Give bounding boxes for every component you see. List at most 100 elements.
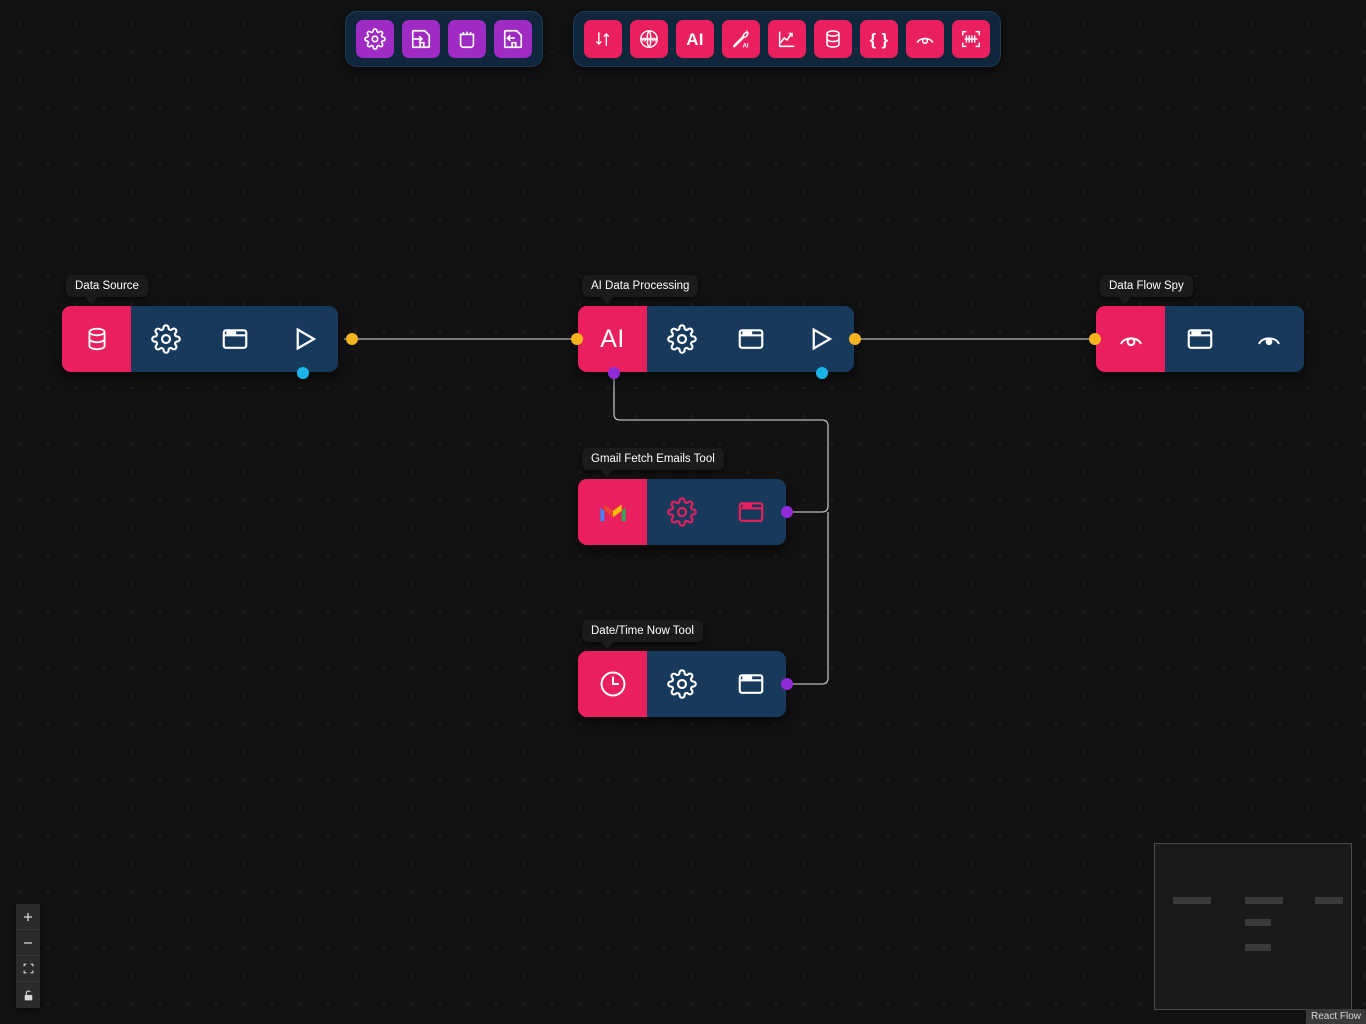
node-preview-button[interactable] [717, 651, 786, 717]
eye-filled-icon [1258, 337, 1281, 346]
node-label: Data Source [66, 275, 148, 304]
node-preview-button[interactable] [716, 306, 785, 372]
handle-tool-output-purple[interactable] [781, 506, 793, 518]
handle-output-yellow[interactable] [346, 333, 358, 345]
zoom-in-button[interactable] [16, 904, 40, 930]
node-settings-button[interactable] [131, 306, 200, 372]
eye-spy-icon [1119, 337, 1142, 347]
ai-text-icon: AI [600, 324, 625, 353]
node-watch-button[interactable] [1235, 306, 1304, 372]
minimap-node [1315, 897, 1343, 904]
node-label: AI Data Processing [582, 275, 699, 304]
node-head-segment[interactable] [578, 479, 648, 545]
line-chart-icon [778, 31, 795, 48]
fit-view-button[interactable] [16, 956, 40, 982]
gear-icon [150, 324, 181, 354]
minus-icon [24, 941, 32, 944]
node-gmail-fetch-emails-tool[interactable]: Gmail Fetch Emails Tool [578, 448, 793, 545]
handle-output-cyan[interactable] [297, 367, 309, 379]
node-data-source[interactable]: Data Source [62, 275, 358, 379]
node-head-segment[interactable] [578, 651, 648, 717]
node-head-segment[interactable] [62, 306, 131, 372]
www-globe-icon: WWW [640, 30, 658, 48]
svg-text:AI: AI [743, 43, 749, 49]
browser-window-icon [739, 674, 764, 694]
eye-spy-icon [916, 37, 934, 44]
node-ai-data-processing[interactable]: AI Data Processing AI [571, 275, 861, 379]
sort-arrows-icon [595, 32, 610, 46]
unlock-icon [24, 989, 32, 1000]
handle-output-yellow[interactable] [849, 333, 861, 345]
minimap-node [1173, 897, 1211, 904]
node-run-button[interactable] [269, 306, 338, 372]
handle-tool-output-purple[interactable] [781, 678, 793, 690]
node-settings-button[interactable] [647, 651, 716, 717]
gear-icon [667, 669, 697, 699]
save-import-icon [411, 29, 431, 49]
node-label: Data Flow Spy [1100, 275, 1193, 304]
browser-window-icon [739, 502, 764, 522]
browser-window-icon [738, 329, 763, 349]
barcode-scan-icon-button[interactable] [952, 20, 990, 58]
minimap-node [1245, 944, 1271, 951]
minimap-node [1245, 919, 1271, 926]
handle-input-yellow[interactable] [1089, 333, 1101, 345]
save-export-icon-button[interactable] [494, 20, 532, 58]
gear-icon-button[interactable] [356, 20, 394, 58]
database-icon [87, 327, 106, 351]
clipboard-icon [459, 31, 475, 49]
line-chart-icon-button[interactable] [768, 20, 806, 58]
node-settings-button[interactable] [647, 479, 716, 545]
node-head-segment[interactable]: AI [578, 306, 647, 372]
clipboard-icon-button[interactable] [448, 20, 486, 58]
node-label: Date/Time Now Tool [582, 620, 703, 649]
node-preview-button[interactable] [200, 306, 269, 372]
database-icon-button[interactable] [814, 20, 852, 58]
node-palette-toolbar[interactable]: WWW AI AI { } [573, 11, 1001, 67]
plus-icon [24, 912, 32, 921]
svg-text:WWW: WWW [641, 37, 657, 43]
ai-wrench-icon-button[interactable]: AI [722, 20, 760, 58]
handle-output-cyan[interactable] [816, 367, 828, 379]
sort-arrows-icon-button[interactable] [584, 20, 622, 58]
play-icon [296, 327, 316, 351]
node-label: Gmail Fetch Emails Tool [582, 448, 724, 477]
json-braces-icon-button[interactable]: { } [860, 20, 898, 58]
browser-window-icon [222, 329, 247, 349]
node-preview-button[interactable] [1165, 306, 1234, 372]
ai-wrench-icon: AI [732, 29, 749, 49]
node-data-flow-spy[interactable]: Data Flow Spy [1089, 275, 1304, 372]
browser-window-icon [1187, 329, 1213, 349]
react-flow-controls[interactable] [16, 904, 40, 1008]
play-icon [812, 327, 832, 351]
node-preview-button[interactable] [717, 479, 786, 545]
handle-tool-purple[interactable] [608, 367, 620, 379]
gear-icon [666, 324, 697, 354]
database-icon [826, 30, 840, 48]
toggle-interactivity-button[interactable] [16, 982, 40, 1008]
react-flow-minimap[interactable] [1154, 843, 1352, 1010]
fit-view-icon [23, 963, 33, 974]
zoom-out-button[interactable] [16, 930, 40, 956]
react-flow-attribution[interactable]: React Flow [1305, 1009, 1366, 1024]
eye-spy-icon-button[interactable] [906, 20, 944, 58]
ai-text-icon: AI [686, 29, 704, 49]
node-run-button[interactable] [785, 306, 854, 372]
barcode-scan-icon [962, 30, 980, 48]
json-braces-icon: { } [869, 29, 889, 49]
workflow-actions-toolbar[interactable] [345, 11, 543, 67]
gear-icon [364, 28, 386, 50]
save-export-icon [503, 29, 523, 49]
node-head-segment[interactable] [1096, 306, 1166, 372]
ai-text-icon-button[interactable]: AI [676, 20, 714, 58]
minimap-node [1245, 897, 1283, 904]
node-settings-button[interactable] [647, 306, 716, 372]
save-import-icon-button[interactable] [402, 20, 440, 58]
handle-input-yellow[interactable] [571, 333, 583, 345]
gmail-logo-icon [599, 504, 626, 522]
edge-ai-to-datetime-tool [792, 512, 829, 685]
www-globe-icon-button[interactable]: WWW [630, 20, 668, 58]
node-date-time-now-tool[interactable]: Date/Time Now Tool [578, 620, 793, 717]
gear-icon [667, 497, 697, 527]
